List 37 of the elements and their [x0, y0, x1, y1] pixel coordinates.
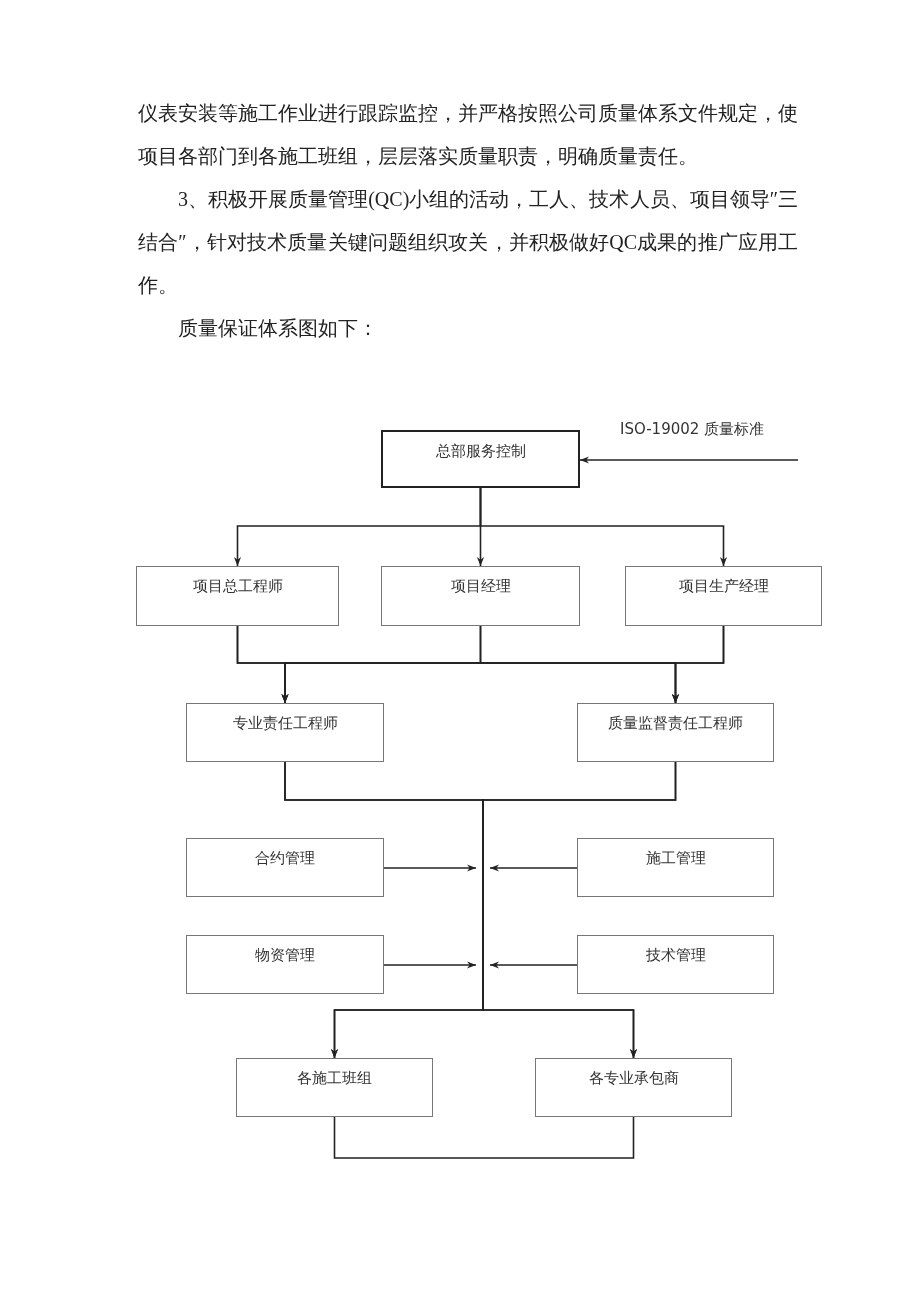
edge-label: ISO-19002 质量标准	[620, 420, 765, 439]
box-label: 各施工班组	[297, 1069, 372, 1087]
paragraph: 质量保证体系图如下：	[177, 316, 379, 341]
process-box	[577, 703, 774, 762]
arrow	[383, 864, 477, 872]
process-box	[186, 935, 384, 994]
connector-line	[333, 1116, 635, 1159]
process-box	[381, 566, 580, 626]
process-box	[577, 838, 774, 897]
box-label: 项目总工程师	[192, 577, 283, 595]
arrow	[383, 961, 477, 969]
process-box	[381, 430, 580, 488]
box-label: 技术管理	[645, 946, 706, 964]
arrow	[482, 761, 677, 1059]
box-label: 合约管理	[255, 849, 315, 867]
arrow	[489, 864, 578, 872]
box-label: 物资管理	[255, 946, 315, 964]
box-label: 专业责任工程师	[232, 714, 338, 732]
process-box	[535, 1058, 732, 1117]
process-box	[625, 566, 822, 626]
paragraph: 3、积极开展质量管理(QC)小组的活动，工人、技术人员、项目领导″三结合″，针对技术质量关键问题组织攻关，并积极做好QC成果的推广应用工作。	[138, 187, 798, 298]
box-label: 质量监督责任工程师	[608, 714, 743, 732]
box-label: 项目生产经理	[678, 577, 769, 595]
process-box	[186, 703, 384, 762]
process-box	[136, 566, 339, 626]
arrow	[489, 961, 578, 969]
arrow	[579, 456, 799, 464]
box-label: 总部服务控制	[435, 442, 526, 460]
process-box	[577, 935, 774, 994]
process-box	[186, 838, 384, 897]
paragraph: 仪表安装等施工作业进行跟踪监控，并严格按照公司质量体系文件规定，使项目各部门到各施工班组，层层落实质量职责，明确质量责任。	[138, 101, 798, 169]
box-label: 各专业承包商	[588, 1069, 679, 1087]
arrow	[671, 625, 725, 704]
box-label: 施工管理	[645, 849, 706, 867]
box-label: 项目经理	[450, 577, 511, 595]
process-box	[236, 1058, 433, 1117]
arrow	[479, 487, 728, 567]
